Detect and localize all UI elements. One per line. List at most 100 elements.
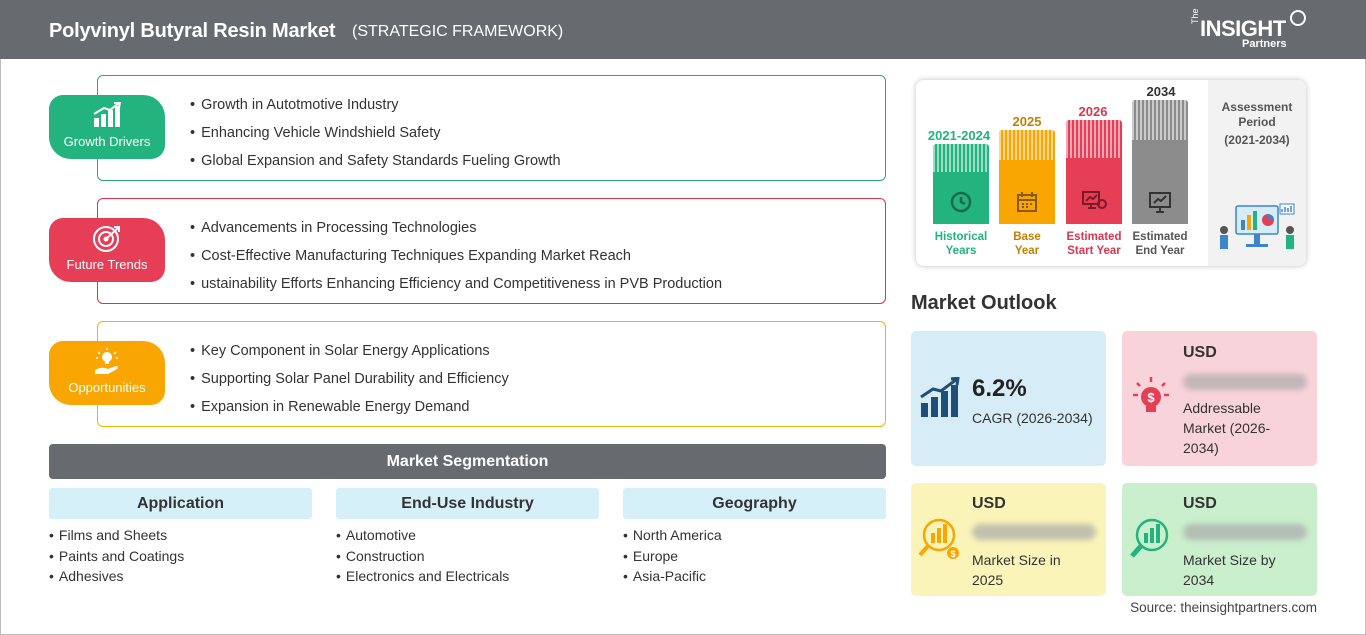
growth-chart-icon bbox=[920, 377, 960, 417]
market-outlook-title: Market Outlook bbox=[911, 292, 1057, 314]
bar-stripes bbox=[933, 144, 989, 172]
coins-chart-icon: $ bbox=[918, 518, 959, 559]
history-icon bbox=[950, 191, 972, 213]
list-item: Growth in Autotmotive Industry bbox=[190, 96, 561, 124]
timeline-bar-estimated-end bbox=[1132, 100, 1188, 224]
list-item: Global Expansion and Safety Standards Fu… bbox=[190, 152, 561, 180]
list-item: Europe bbox=[623, 546, 886, 567]
list-item: Paints and Coatings bbox=[49, 546, 312, 567]
badge-label: Growth Drivers bbox=[63, 134, 151, 149]
logo-sub: Partners bbox=[1242, 38, 1287, 50]
timeline-year: 2026 bbox=[1078, 104, 1108, 119]
addressable-market-card: USD $ Addressable Market (2026- 2034) bbox=[1122, 331, 1317, 466]
list-item: Expansion in Renewable Energy Demand bbox=[190, 398, 509, 426]
size2034-label-line2: 2034 bbox=[1183, 572, 1215, 588]
badge-label: Future Trends bbox=[66, 257, 148, 272]
timeline-bar-historical bbox=[933, 144, 989, 224]
addressable-label-line1: Addressable bbox=[1183, 400, 1261, 416]
timeline-label-line2: Year bbox=[1014, 245, 1040, 257]
bar-stripes bbox=[1132, 100, 1188, 140]
lightbulb-hand-icon bbox=[95, 348, 118, 374]
currency-label: USD bbox=[1183, 344, 1217, 361]
segment-heading: Application bbox=[49, 488, 312, 519]
size2034-label-line1: Market Size by bbox=[1183, 552, 1276, 568]
bar-stripes bbox=[999, 130, 1055, 160]
insight-partners-logo: The INSIGHT Partners bbox=[1190, 8, 1310, 54]
chart-growth-icon bbox=[93, 102, 122, 127]
logo-main: INSIGHT bbox=[1200, 16, 1286, 41]
segmentation-title: Market Segmentation bbox=[49, 444, 886, 479]
size2025-label-line2: 2025 bbox=[972, 572, 1004, 588]
growth-drivers-badge: Growth Drivers bbox=[49, 95, 165, 159]
addressable-label: Addressable Market (2026- 2034) bbox=[1183, 398, 1270, 458]
timeline-label-line1: Base bbox=[1013, 231, 1041, 243]
segment-end-use-industry: End-Use Industry Automotive Construction… bbox=[336, 488, 599, 587]
addressable-label-line3: 2034) bbox=[1183, 440, 1219, 456]
presentation-icon bbox=[1149, 192, 1171, 213]
cagr-card: 6.2% CAGR (2026-2034) bbox=[911, 331, 1106, 466]
list-item: Automotive bbox=[336, 525, 599, 546]
redacted-value bbox=[1183, 524, 1307, 540]
analytics-people-icon bbox=[1220, 203, 1295, 249]
bar-stripes bbox=[1066, 120, 1122, 158]
target-icon bbox=[93, 226, 120, 252]
opportunities-panel: Key Component in Solar Energy Applicatio… bbox=[97, 321, 886, 427]
future-trends-list: Advancements in Processing Technologies … bbox=[190, 219, 722, 303]
redacted-value bbox=[972, 524, 1096, 540]
market-size-2025-label: Market Size in 2025 bbox=[972, 550, 1061, 590]
market-size-2034-label: Market Size by 2034 bbox=[1183, 550, 1276, 590]
source-note: Source: theinsightpartners.com bbox=[1130, 600, 1317, 615]
list-item: Asia-Pacific bbox=[623, 566, 886, 587]
list-item: Electronics and Electricals bbox=[336, 566, 599, 587]
list-item: Adhesives bbox=[49, 566, 312, 587]
future-trends-badge: Future Trends bbox=[49, 218, 165, 282]
growth-drivers-panel: Growth in Autotmotive Industry Enhancing… bbox=[97, 75, 886, 181]
segment-geography: Geography North America Europe Asia-Paci… bbox=[623, 488, 886, 587]
timeline-label-line2: End Year bbox=[1135, 245, 1185, 257]
badge-label: Opportunities bbox=[68, 380, 146, 395]
currency-label: USD bbox=[1183, 495, 1217, 512]
timeline-year: 2021-2024 bbox=[927, 128, 991, 143]
list-item: ustainability Efforts Enhancing Efficien… bbox=[190, 275, 722, 303]
lightbulb-dollar-icon: $ bbox=[1133, 377, 1169, 412]
cagr-value: 6.2% bbox=[972, 375, 1027, 402]
growth-drivers-list: Growth in Autotmotive Industry Enhancing… bbox=[190, 96, 561, 180]
market-size-2034-card: USD Market Size by 2034 bbox=[1122, 483, 1317, 596]
logo-the: The bbox=[1190, 8, 1200, 24]
header-bar: Polyvinyl Butyral Resin Market (STRATEGI… bbox=[0, 0, 1366, 59]
svg-text:$: $ bbox=[1147, 390, 1155, 405]
timeline-label: Base Year bbox=[987, 230, 1067, 258]
assessment-title: Assessment Period bbox=[1208, 100, 1306, 130]
timeline-year: 2034 bbox=[1146, 84, 1176, 99]
segment-heading: End-Use Industry bbox=[336, 488, 599, 519]
timeline-bar-estimated-start bbox=[1066, 120, 1122, 224]
timeline-label: Estimated End Year bbox=[1120, 230, 1200, 258]
timeline-label-line2: Years bbox=[945, 245, 977, 257]
timeline-label-line1: Historical bbox=[934, 231, 988, 243]
timeline-label: Historical Years bbox=[921, 230, 1001, 258]
segment-heading: Geography bbox=[623, 488, 886, 519]
logo-ring-icon bbox=[1290, 10, 1306, 26]
page-subtitle: (STRATEGIC FRAMEWORK) bbox=[352, 23, 564, 40]
calendar-icon bbox=[1017, 192, 1037, 212]
list-item: Construction bbox=[336, 546, 599, 567]
redacted-value bbox=[1183, 374, 1307, 390]
segment-application: Application Films and Sheets Paints and … bbox=[49, 488, 312, 587]
timeline-bar-base bbox=[999, 130, 1055, 224]
timeline-label-line1: Estimated bbox=[1066, 231, 1122, 243]
cagr-label: CAGR (2026-2034) bbox=[972, 410, 1093, 426]
opportunities-list: Key Component in Solar Energy Applicatio… bbox=[190, 342, 509, 426]
timeline-label-line1: Estimated bbox=[1132, 231, 1188, 243]
timeline-card: 2021-2024 Historical Years 2025 Base Yea… bbox=[916, 80, 1306, 266]
assessment-line1: Assessment bbox=[1221, 100, 1293, 114]
list-item: Films and Sheets bbox=[49, 525, 312, 546]
timeline-label-line2: Start Year bbox=[1067, 245, 1121, 257]
future-trends-panel: Advancements in Processing Technologies … bbox=[97, 198, 886, 304]
assessment-line2: Period bbox=[1238, 115, 1276, 129]
currency-label: USD bbox=[972, 495, 1006, 512]
list-item: Advancements in Processing Technologies bbox=[190, 219, 722, 247]
market-size-2025-card: USD $ Market Size in 2025 bbox=[911, 483, 1106, 596]
monitor-chart-icon bbox=[1082, 191, 1107, 209]
list-item: Enhancing Vehicle Windshield Safety bbox=[190, 124, 561, 152]
list-item: Key Component in Solar Energy Applicatio… bbox=[190, 342, 509, 370]
